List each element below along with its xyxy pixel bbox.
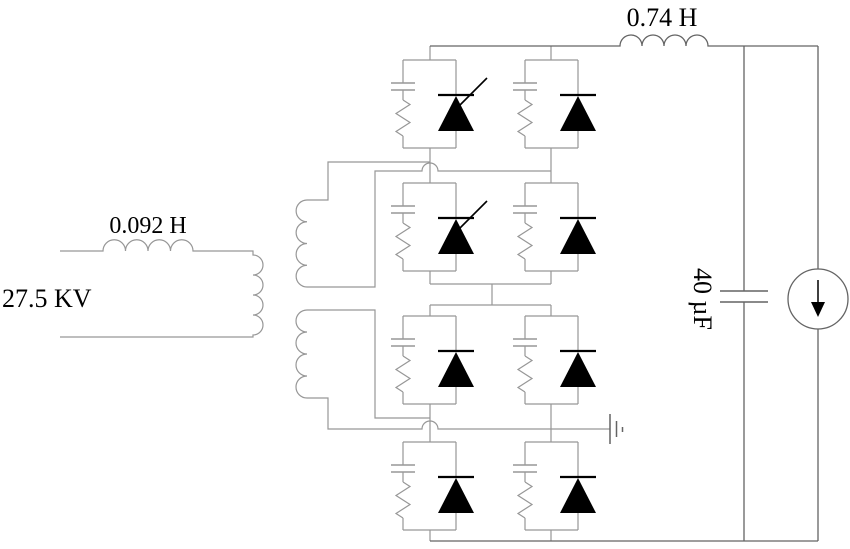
thyristor-unit-r2c1 [391, 182, 488, 272]
diode-icon [560, 478, 596, 513]
snubber-capacitor-icon [391, 464, 415, 473]
current-source-icon [787, 268, 849, 330]
primary-inductor-label: 0.092 H [109, 213, 186, 239]
labels-layer: 27.5 KV 0.092 H 0.74 H 40 µF [2, 3, 717, 330]
unit-box [525, 182, 578, 272]
diode-icon [560, 219, 596, 254]
dc-capacitor-label: 40 µF [688, 268, 717, 330]
devices-layer [391, 59, 849, 531]
top-bus-filter-inductor [430, 34, 818, 47]
snubber-resistor-icon [394, 99, 412, 137]
snubber-capacitor-icon [513, 338, 537, 347]
unit-box [403, 315, 456, 405]
primary-loop-with-inductor [60, 239, 264, 338]
diode-unit-r3c2 [513, 315, 596, 405]
source-voltage-label: 27.5 KV [2, 284, 92, 313]
unit-box [525, 315, 578, 405]
gate-lead [457, 200, 488, 231]
thyristor-icon [438, 96, 474, 131]
secondary1-bottom-wire [307, 162, 551, 288]
diode-unit-r4c2 [513, 441, 596, 531]
snubber-capacitor-icon [513, 464, 537, 473]
snubber-resistor-icon [394, 355, 412, 393]
snubber-capacitor-icon [391, 338, 415, 347]
current-source-arrow-head [811, 302, 825, 317]
diode-unit-r1c2 [513, 59, 596, 149]
snubber-resistor-icon [516, 481, 534, 519]
secondary1-top-wire [307, 161, 430, 201]
unit-box [403, 59, 456, 149]
unit-box [403, 441, 456, 531]
diode-unit-r2c2 [513, 182, 596, 272]
snubber-resistor-icon [516, 355, 534, 393]
diode-icon [560, 352, 596, 387]
snubber-resistor-icon [516, 222, 534, 260]
gate-lead [457, 77, 488, 108]
secondary2-bottom-wire [307, 397, 610, 430]
diode-icon [438, 352, 474, 387]
diode-icon [560, 96, 596, 131]
snubber-capacitor-icon [391, 205, 415, 214]
secondary2-top-wire [307, 309, 430, 419]
transformer-secondary1-coil [295, 199, 308, 288]
filter-capacitor-icon [720, 290, 768, 303]
snubber-resistor-icon [394, 481, 412, 519]
unit-box [525, 59, 578, 149]
transformer-secondary2-coil [295, 309, 308, 399]
wiring-layer [60, 34, 819, 542]
ground-icon [609, 414, 624, 444]
thyristor-icon [438, 219, 474, 254]
snubber-capacitor-icon [513, 82, 537, 91]
unit-box [403, 182, 456, 272]
dc-inductor-label: 0.74 H [627, 3, 698, 32]
diode-icon [438, 478, 474, 513]
diode-unit-r3c1 [391, 315, 474, 405]
snubber-capacitor-icon [513, 205, 537, 214]
snubber-capacitor-icon [391, 82, 415, 91]
mid-bridge-link [430, 283, 551, 306]
snubber-resistor-icon [394, 222, 412, 260]
unit-box [525, 441, 578, 531]
diode-unit-r4c1 [391, 441, 474, 531]
thyristor-unit-r1c1 [391, 59, 488, 149]
snubber-resistor-icon [516, 99, 534, 137]
